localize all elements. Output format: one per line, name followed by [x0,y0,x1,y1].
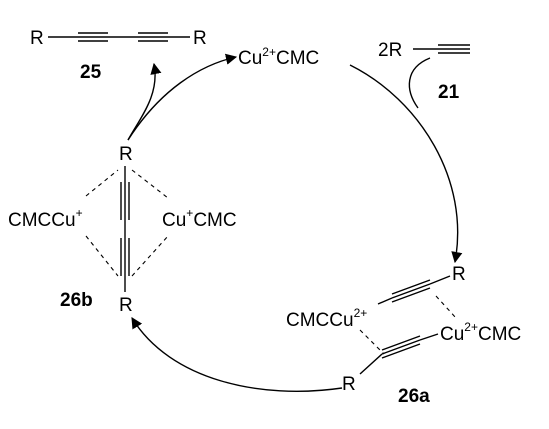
product-release-arrow [127,62,162,141]
coordination-dash [435,295,457,319]
compound-25-r-left: R [30,28,44,49]
bond-line [381,343,421,359]
reagent-21-text: 2R [378,40,402,61]
left-complex-ligand: CMCCu [8,210,76,231]
bond-line [391,283,431,299]
left-complex-charge: 2+ [354,306,368,320]
intermediate-26b-label: 26b [60,290,93,311]
left-complex-charge: + [76,206,83,220]
catalytic-cycle-arrows [127,53,463,393]
intermediate-26a-left-complex: CMCCu2+ [286,306,367,331]
left-complex-ligand: CMCCu [286,310,354,331]
reagent-21-label: 21 [438,82,460,103]
bond-line [429,275,451,285]
intermediate-26b-right-complex: Cu+CMC [162,206,237,231]
compound-25-r-right: R [193,28,207,49]
reagent-entry-arrow [408,57,431,109]
bond-line [391,287,431,303]
catalyst-cu-cmc: Cu2+CMC [238,45,319,69]
intermediate-26a-r-bottom: R [342,374,356,395]
intermediate-26b-r-top: R [119,144,133,165]
bond-line [381,339,421,355]
bond-line [377,297,393,305]
cycle-arrow-to-catalyst [127,53,238,141]
intermediate-26a-right-complex: Cu2+CMC [440,320,521,345]
compound-25: R R 25 [30,28,207,83]
right-complex-metal: Cu [440,324,464,345]
right-complex-ligand: CMC [478,324,521,345]
coordination-dash [131,169,169,199]
right-complex-charge: + [186,206,193,220]
catalyst-metal: Cu [238,48,262,69]
right-complex-ligand: CMC [193,210,236,231]
right-complex-charge: 2+ [464,320,478,334]
bond-line [359,353,383,375]
reagent-21: 2R 21 [378,40,470,103]
right-complex-metal: Cu [162,210,186,231]
coordination-dash [85,169,119,197]
catalyst-ligand: CMC [276,48,319,69]
intermediate-26a-label: 26a [398,386,430,407]
cycle-arrow-to-26a [349,64,463,264]
intermediate-26a: R CMCCu2+ Cu2+CMC R 26a [286,264,521,407]
intermediate-26b-left-complex: CMCCu+ [8,206,83,231]
coordination-dash [85,235,119,277]
bond-line [391,279,431,295]
intermediate-26b-r-bottom: R [119,295,133,316]
catalyst-text: Cu2+CMC [238,45,319,69]
intermediate-26a-r-top: R [452,264,466,285]
bond-line [419,333,439,341]
coordination-dash [131,235,169,277]
cycle-arrow-to-26b [131,317,343,393]
catalyst-charge: 2+ [262,45,276,59]
coordination-dash [359,329,385,355]
compound-25-label: 25 [80,62,102,83]
intermediate-26b: R R CMCCu+ Cu+CMC 26b [8,144,237,316]
bond-line [381,335,421,351]
